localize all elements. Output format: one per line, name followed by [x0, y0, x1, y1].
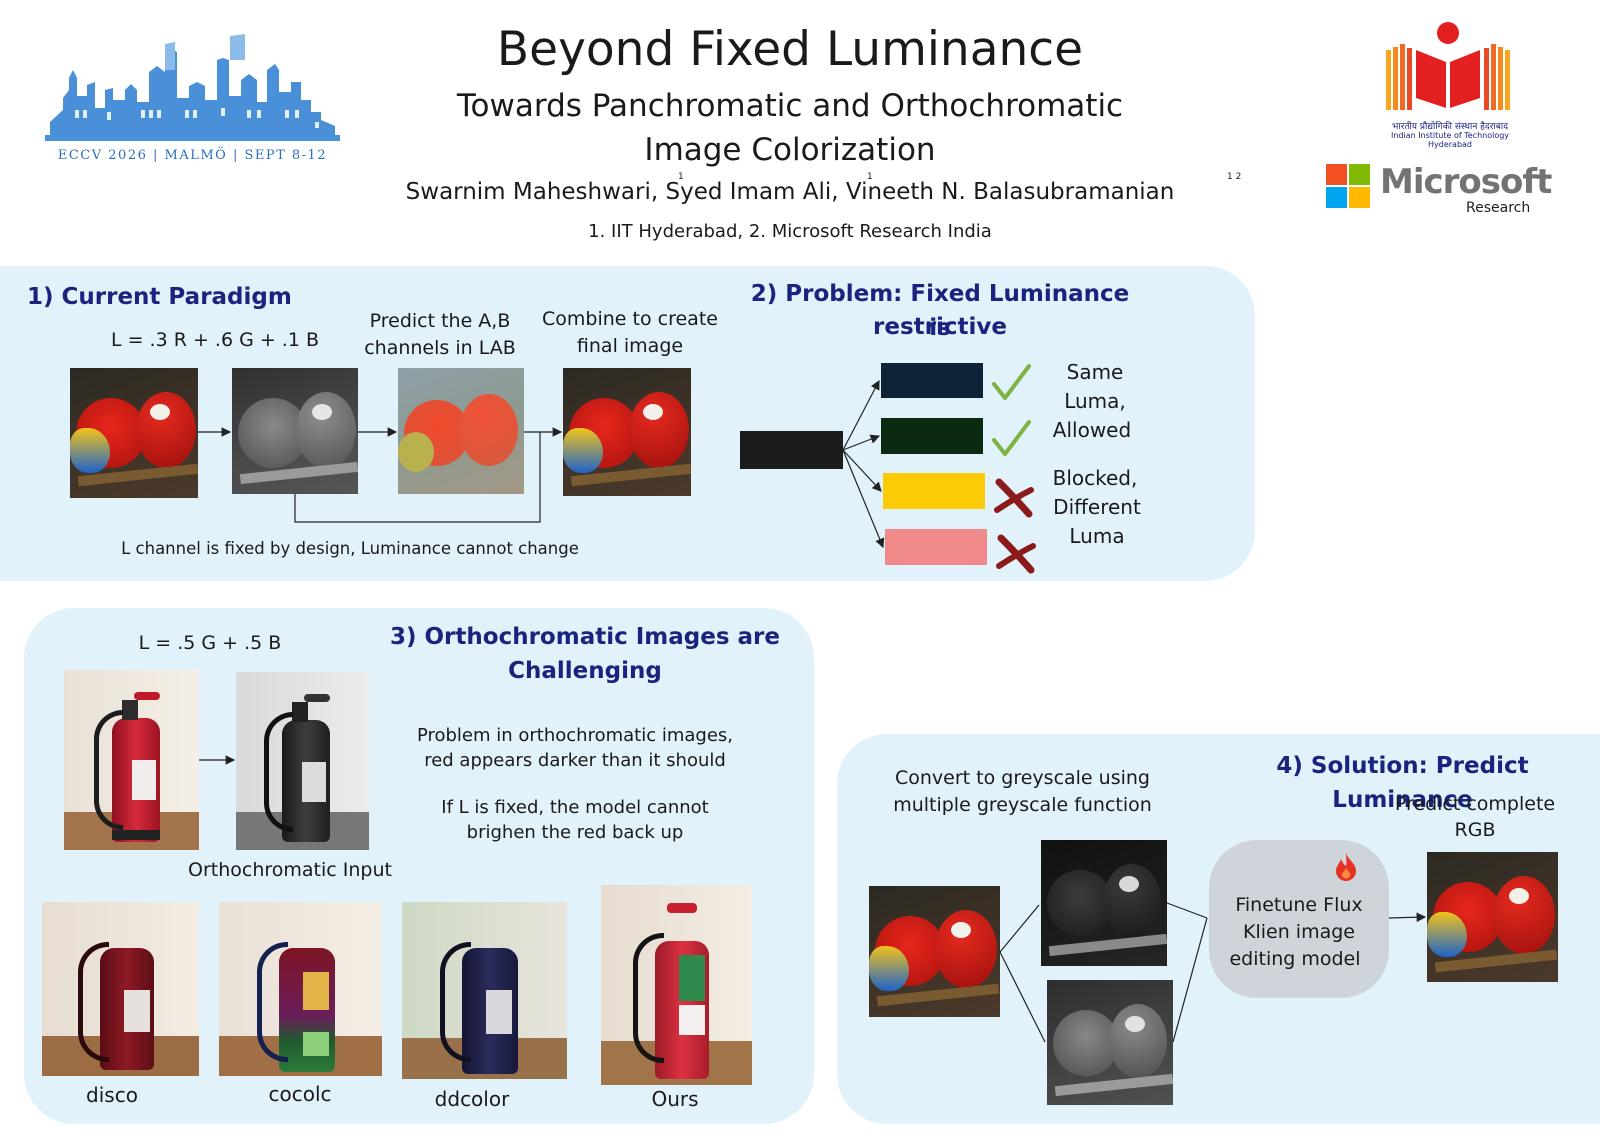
ours-result-image	[601, 885, 752, 1085]
model-label-2: Klien image	[1243, 921, 1355, 943]
fixed-l-text-2: brighen the red back up	[466, 822, 684, 843]
navy-color-swatch	[881, 363, 983, 398]
check-icon	[992, 364, 1031, 400]
ddcolor-result-image	[402, 902, 567, 1079]
predict-ab-label-1: Predict the A,B	[369, 310, 511, 332]
author-sup-3: 1 2	[1227, 172, 1242, 182]
predict-ab-label-2: channels in LAB	[364, 337, 516, 359]
section2-heading-1: 2) Problem: Fixed Luminance is	[750, 281, 1130, 341]
conference-caption: ECCV 2026 | MALMÖ | SEPT 8-12	[57, 148, 328, 163]
allowed-label-1: Same	[1066, 360, 1124, 384]
method-label-disco: disco	[86, 1083, 138, 1107]
cross-icon	[996, 534, 1036, 574]
convert-label-1: Convert to greyscale using	[895, 767, 1150, 789]
predict-rgb-label-2: RGB	[1454, 819, 1496, 841]
section1-heading: 1) Current Paradigm	[27, 284, 292, 310]
city-skyline-icon	[45, 34, 340, 141]
iith-emblem-icon	[1386, 22, 1510, 110]
poster-title: Beyond Fixed Luminance	[496, 22, 1084, 77]
flux-model-box: Finetune Flux Klien image editing model	[1209, 840, 1389, 998]
method-label-cocolc: cocolc	[268, 1082, 332, 1106]
greyscale-variant-2-image	[1047, 980, 1173, 1105]
combine-label-1: Combine to create	[542, 308, 718, 330]
blocked-label-2: Different	[1053, 495, 1141, 519]
combine-label-2: final image	[576, 335, 684, 357]
problem-text-2: red appears darker than it should	[424, 750, 726, 771]
iith-hindi-name: भारतीय प्रौद्योगिकी संस्थान हैदराबाद	[1392, 122, 1508, 132]
parrot-color-input-image	[70, 368, 198, 498]
fire-icon	[1336, 853, 1356, 881]
research-wordmark: Research	[1466, 200, 1531, 216]
section3-heading-2: Challenging	[508, 658, 662, 684]
disco-result-image	[42, 902, 199, 1076]
conference-logo: ECCV 2026 | MALMÖ | SEPT 8-12	[45, 30, 340, 170]
orthochromatic-input-label: Orthochromatic Input	[188, 859, 392, 881]
source-color-swatch	[740, 431, 843, 469]
pink-color-swatch	[885, 529, 987, 565]
authors: Swarnim Maheshwari, Syed Imam Ali, Vinee…	[405, 179, 1175, 205]
parrot-final-image	[563, 368, 691, 496]
author-sup-2: 1	[867, 172, 873, 182]
cocolc-result-image	[219, 902, 382, 1076]
predicted-rgb-parrot-image	[1427, 852, 1558, 982]
microsoft-research-logo: Microsoft Research	[1326, 162, 1556, 222]
cross-icon	[994, 478, 1034, 518]
problem-text-1: Problem in orthochromatic images,	[416, 725, 734, 746]
model-label-3: editing model	[1229, 948, 1361, 970]
blocked-label-3: Luma	[1069, 524, 1125, 548]
parrot-grayscale-image	[232, 368, 358, 494]
allowed-label-3: Allowed	[1052, 418, 1132, 442]
darkgreen-color-swatch	[881, 418, 983, 454]
iith-logo: भारतीय प्रौद्योगिकी संस्थान हैदराबाद Ind…	[1380, 20, 1520, 149]
microsoft-squares-icon	[1326, 164, 1370, 208]
extinguisher-orthochromatic-image	[236, 672, 369, 850]
poster-subtitle-1: Towards Panchromatic and Orthochromatic	[456, 88, 1124, 124]
blocked-label-1: Blocked,	[1052, 466, 1138, 490]
predicted-ab-channels-image	[398, 368, 524, 494]
allowed-label-2: Luma,	[1064, 389, 1126, 413]
fixed-l-text-1: If L is fixed, the model cannot	[441, 797, 709, 818]
method-label-ddcolor: ddcolor	[434, 1087, 510, 1111]
section1-formula: L = .3 R + .6 G + .1 B	[110, 329, 320, 351]
solution-parrot-input-image	[869, 886, 1000, 1017]
poster-subtitle-2: Image Colorization	[644, 132, 936, 168]
yellow-color-swatch	[883, 473, 985, 509]
method-label-ours: Ours	[651, 1087, 699, 1111]
convert-label-2: multiple greyscale function	[893, 794, 1152, 816]
extinguisher-color-input-image	[64, 670, 199, 850]
section3-heading-1: 3) Orthochromatic Images are	[389, 624, 780, 650]
author-sup-1: 1	[678, 172, 684, 182]
section1-caption: L channel is fixed by design, Luminance …	[121, 539, 579, 558]
model-label-1: Finetune Flux	[1235, 894, 1363, 916]
section3-formula: L = .5 G + .5 B	[138, 632, 282, 654]
greyscale-variant-1-image	[1041, 840, 1167, 966]
predict-rgb-label-1: Predict complete	[1394, 793, 1556, 815]
check-icon	[992, 420, 1031, 456]
iith-english-name: Indian Institute of Technology Hyderabad	[1390, 131, 1510, 149]
section2-heading-2: restrictive	[873, 314, 1007, 340]
section4-heading: 4) Solution: Predict Luminance	[1276, 753, 1529, 813]
microsoft-wordmark: Microsoft	[1380, 162, 1552, 202]
affiliations: 1. IIT Hyderabad, 2. Microsoft Research …	[588, 221, 992, 242]
